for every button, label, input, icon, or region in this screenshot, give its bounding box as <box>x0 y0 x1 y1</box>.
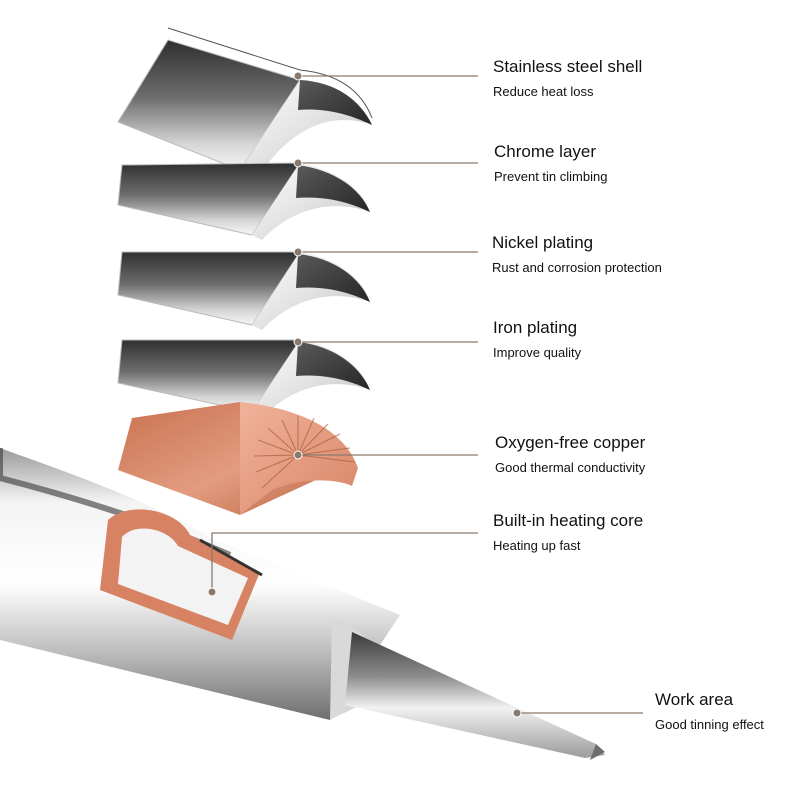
label-title: Stainless steel shell <box>493 57 642 77</box>
label-subtitle: Good thermal conductivity <box>495 460 645 476</box>
label-title: Oxygen-free copper <box>495 433 645 453</box>
label-oxygen-free-copper: Oxygen-free copper Good thermal conducti… <box>495 433 645 476</box>
label-title: Iron plating <box>493 318 581 338</box>
marker-dot-heating-core <box>208 588 216 596</box>
marker-dot-work-area <box>513 709 521 717</box>
label-subtitle: Good tinning effect <box>655 717 764 733</box>
marker-dot-chrome <box>294 159 302 167</box>
oxygen-free-copper-shape <box>118 402 358 515</box>
nickel-plating-shape <box>118 252 370 330</box>
label-nickel-plating: Nickel plating Rust and corrosion protec… <box>492 233 662 276</box>
label-chrome-layer: Chrome layer Prevent tin climbing <box>494 142 607 185</box>
label-subtitle: Improve quality <box>493 345 581 361</box>
label-title: Work area <box>655 690 764 710</box>
marker-dot-shell <box>294 72 302 80</box>
label-subtitle: Heating up fast <box>493 538 643 554</box>
label-iron-plating: Iron plating Improve quality <box>493 318 581 361</box>
label-subtitle: Prevent tin climbing <box>494 169 607 185</box>
stainless-steel-shell-shape <box>118 28 372 172</box>
label-built-in-heating-core: Built-in heating core Heating up fast <box>493 511 643 554</box>
marker-dot-copper <box>294 451 302 459</box>
label-stainless-steel-shell: Stainless steel shell Reduce heat loss <box>493 57 642 100</box>
label-work-area: Work area Good tinning effect <box>655 690 764 733</box>
label-title: Nickel plating <box>492 233 662 253</box>
marker-dot-iron <box>294 338 302 346</box>
label-title: Built-in heating core <box>493 511 643 531</box>
label-subtitle: Rust and corrosion protection <box>492 260 662 276</box>
marker-dot-nickel <box>294 248 302 256</box>
label-subtitle: Reduce heat loss <box>493 84 642 100</box>
label-title: Chrome layer <box>494 142 607 162</box>
chrome-layer-shape <box>118 163 370 240</box>
